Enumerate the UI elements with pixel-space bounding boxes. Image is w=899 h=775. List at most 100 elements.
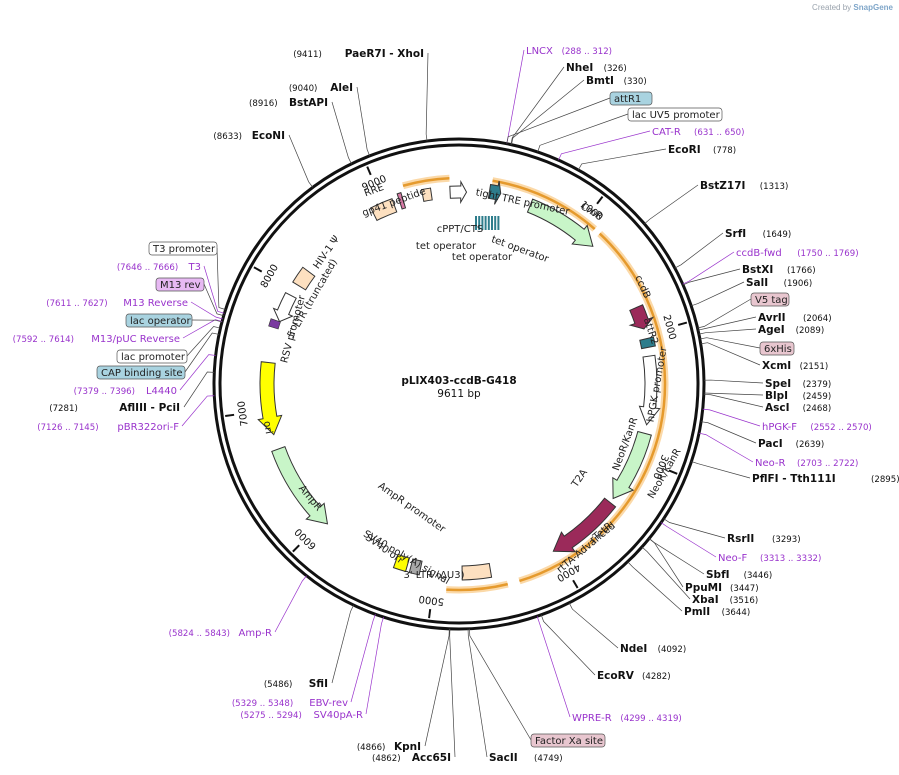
leader-line [467,628,488,758]
leader-line [641,546,691,600]
primer-label: pBR322ori-F [117,422,179,433]
outer-feature-tag: Factor Xa site [535,736,603,747]
leader-line [288,134,314,188]
enzyme-label: PpuMI [685,582,722,594]
rsv-promoter-arrow [272,291,297,323]
primer-range: (5275 .. 5294) [240,711,301,721]
enzyme-position: (2459) [803,392,832,402]
leader-line [184,332,220,373]
outer-feature-tag-bg [148,241,218,256]
leader-line [682,251,735,285]
leader-line [186,326,221,357]
enzyme-position: (8633) [213,132,242,142]
primer-range: (5329 .. 5348) [232,699,293,709]
enzyme-position: (4092) [658,645,687,655]
feature-label: T2A [569,467,590,490]
outer-feature-tag: V5 tag [755,295,788,306]
tick-label: 5000 [418,593,445,607]
enzyme-position: (3644) [722,608,751,618]
primer-range: (7379 .. 7396) [74,387,135,397]
enzyme-label: BstXI [742,264,773,276]
ori-arrow [257,361,283,436]
enzyme-label: PflFI - Tth111I [752,473,836,485]
primer-range: (288 .. 312) [562,47,612,57]
leader-line [702,408,761,427]
tick-mark [572,579,579,589]
outer-feature-tag: 6xHis [764,344,792,355]
neor-kanr-arrow [612,430,652,500]
primer-label: EBV-rev [309,698,348,709]
leader-line [510,66,565,145]
lentiviral-arc-line [519,537,597,583]
outer-feature-tag: T3 promoter [152,244,216,255]
enzyme-position: (326) [604,64,627,74]
outer-feature-tag-bg [759,341,795,356]
primer-label: T3 [188,262,201,273]
enzyme-position: (3446) [744,571,773,581]
primer-range: (4299 .. 4319) [620,714,681,724]
enzyme-label: KpnI [394,741,421,753]
sv40-ori-box [392,553,411,573]
lentiviral-arc-line [446,582,509,592]
tet-operator-bar [497,216,500,230]
primer-label: Amp-R [239,628,273,639]
primer-range: (3313 .. 3332) [760,554,821,564]
tick-label: 7000 [236,400,250,427]
enzyme-label: AgeI [758,324,785,336]
primer-label: hPGK-F [762,422,797,433]
enzyme-label: EcoRI [668,144,701,156]
leader-line [203,265,225,314]
leader-line [660,522,717,558]
primer-label: LNCX [526,46,553,57]
enzyme-label: AscI [765,402,790,414]
leader-line [449,628,456,758]
enzyme-label: SacII [489,752,518,764]
feature-label: tet operator [416,241,477,252]
leader-line [183,371,215,408]
enzyme-label: NdeI [620,643,647,655]
primer-range: (1750 .. 1769) [797,249,858,259]
enzyme-position: (778) [713,146,736,156]
tet-operator-bar [487,216,490,230]
feature-label: tet operator [452,252,513,263]
enzyme-label: XbaI [692,594,719,606]
leader-line [536,616,571,718]
primer-label: M13/pUC Reverse [91,334,180,345]
primer-range: (5824 .. 5843) [169,629,230,639]
enzyme-position: (1906) [784,279,813,289]
enzyme-label: AvrII [758,312,786,324]
leader-line [648,538,684,588]
enzyme-position: (7281) [49,404,78,414]
leader-line [703,392,764,396]
primer-range: (2703 .. 2722) [797,459,858,469]
leader-line [424,628,450,747]
primer-label: WPRE-R [572,713,612,724]
tick-mark [596,196,604,205]
leader-line [698,328,757,335]
plasmid-size: 9611 bp [437,388,481,400]
leader-line [691,281,745,307]
enzyme-label: XcmI [762,360,791,372]
backbone-inner [218,143,700,625]
primer-range: (7126 .. 7145) [37,423,98,433]
outer-feature-tag: attR1 [614,94,641,105]
tick-mark [253,266,263,273]
outer-feature-tag-bg [96,365,186,380]
leader-line [537,113,629,153]
backbone-outer [212,137,706,631]
primer-range: (7646 .. 7666) [117,263,178,273]
leader-line [682,268,741,286]
leader-line [203,283,224,317]
leader-line [350,614,376,703]
leader-line [644,184,699,225]
leader-line [365,617,384,715]
tet-operator-bar [494,216,497,230]
leader-line [698,432,754,463]
enzyme-label: PmlI [684,606,710,618]
hpgk-promoter-arrow [638,354,661,426]
primer-range: (7592 .. 7614) [13,335,74,345]
attr1-arrow [487,180,502,205]
tick-mark [366,166,372,176]
lac-operator-box [268,318,281,330]
